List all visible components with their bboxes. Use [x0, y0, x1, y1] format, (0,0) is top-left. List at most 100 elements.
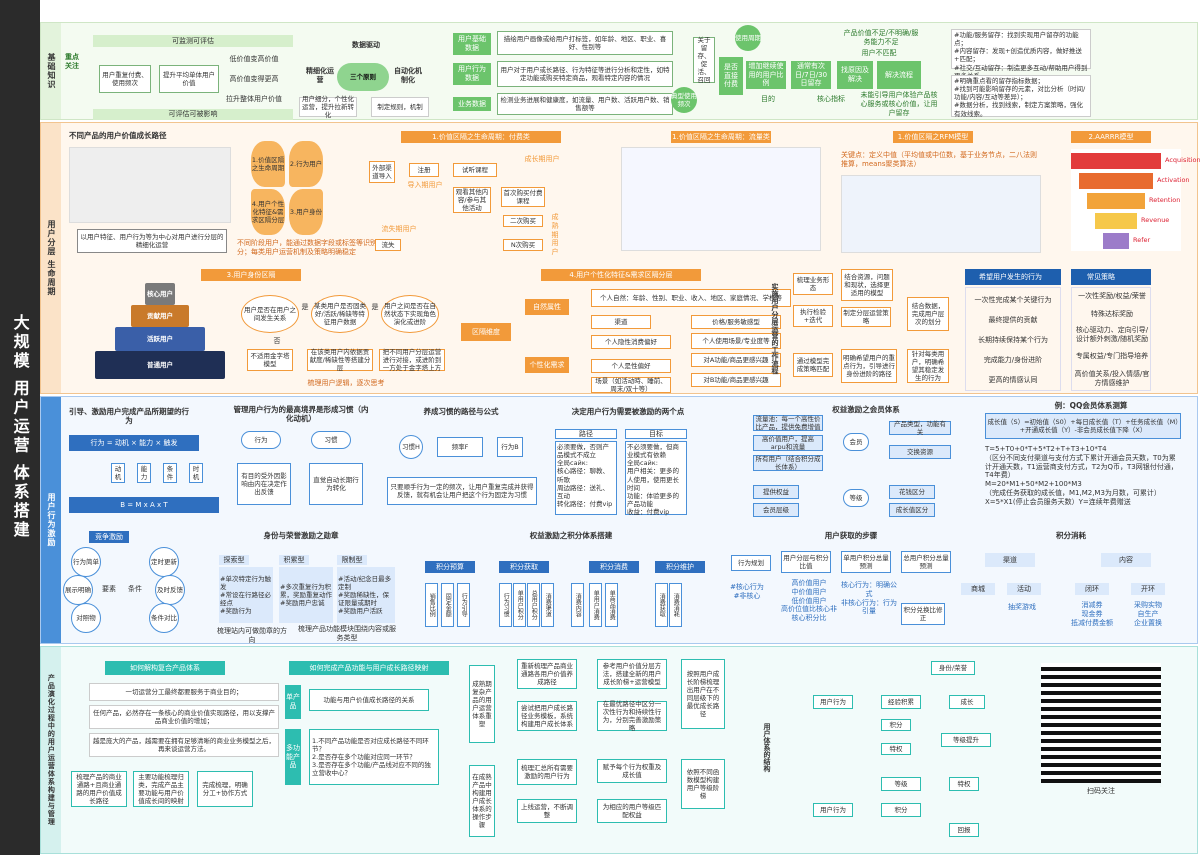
wf-4: 执行检验+迭代	[793, 305, 833, 327]
strat: 常见策略	[1071, 269, 1151, 285]
hab2: 习惯	[311, 431, 351, 449]
wf-1: 梳理业务形态	[793, 273, 833, 295]
q1: 用户是否在用户之间发生关系	[241, 295, 299, 333]
s3-h5: 权益激励之会员体系	[832, 405, 900, 414]
pyramid: 核心用户贡献用户活跃用户普通用户	[85, 283, 235, 383]
nat5: 个人使用场景/专业度等	[691, 333, 781, 349]
a2: 任何产品，必然存在一条核心的商业价值实现路径，用以支撑产品商业价值的增加；	[89, 705, 279, 729]
ip-4: 积分维护	[655, 561, 705, 573]
no-1: 否	[273, 337, 281, 345]
ind2: 对A功能/商品更感兴趣	[691, 353, 781, 367]
cp4: 及时反馈	[155, 575, 185, 605]
r2: 高价值变得更高	[229, 75, 279, 83]
md3: 限制型	[337, 555, 367, 565]
section-incentive-label: 用户行为激励	[41, 397, 61, 643]
ipc-10: 消费获取	[655, 583, 668, 627]
hr-5: 更高的情感认同	[988, 376, 1038, 384]
sidebar: 大规模 用户运营 体系搭建	[0, 0, 40, 855]
h2: 1.价值区隔之生命周期：流量类	[671, 131, 771, 143]
lv3: 花钱区分	[889, 485, 935, 499]
petal-2: 2.行为用户	[289, 141, 323, 187]
lv: 等级	[843, 489, 869, 507]
ipc-11: 消费消耗	[669, 583, 682, 627]
node-2: 经验积累	[881, 695, 921, 709]
rt2: #明确重点看的留存指标数据； #找到可能影响留存的元素，对比分析（时间/功能/内…	[951, 75, 1091, 118]
f4: 导入期用户	[407, 181, 443, 189]
g2: 核心指标	[817, 95, 845, 103]
funnel-label-4: Refer	[1133, 236, 1151, 244]
bottom-label: 可评估可被影响	[93, 109, 293, 120]
mid2: 在成熟产品中构建用户成长体系的操作步骤	[469, 765, 495, 837]
ipc-4: 单用户积分	[513, 583, 526, 627]
stn3: 核心行为：明确公式 非核心行为：行为引量	[841, 581, 897, 616]
s3-h2: 管理用户行为的最高境界是形成习惯（内化动机）	[233, 405, 369, 424]
mid1: 成熟期复杂产品的用户运营体系重塑	[469, 665, 495, 743]
mc: 1.不同产品功能是否对应成长路径不同环节？ 2.是否存在多个功能对应同一环节？ …	[309, 729, 439, 785]
md3t: #活动/纪念日最多定制 #奖励稀缺性，保证限量或期时 #奖励用户活跃	[337, 567, 395, 623]
sr-2: 特殊达标奖励	[1091, 310, 1133, 318]
p1t: 必须要做，否则产品模式不成立 全局сайк: 核心路径：聊教、听歌 周边路径：送…	[555, 441, 617, 515]
sr-4: 专属权益/专门指导培养	[1075, 352, 1149, 360]
ip-2: 积分获取	[499, 561, 549, 573]
stn1: #核心行为 #非核心	[730, 583, 764, 600]
f7: 成长期用户	[524, 155, 560, 163]
hr-2: 最终提供的贡献	[988, 316, 1038, 324]
pyr-0: 核心用户	[145, 283, 175, 305]
seg: 区隔维度	[461, 323, 511, 341]
d3t: 检测业务进展和健康度，如流量、用户数、活跃用户数、销售额等	[497, 93, 673, 115]
k4: 典型使用频次	[671, 87, 697, 113]
wf-6: 通过模型完成策略匹配	[793, 353, 833, 377]
rt1: #功能/服务留存：找到实现用户留存的功能点； #内容留存：发现+创造优质内容，做…	[951, 29, 1091, 80]
sidebar-title: 大规模 用户运营 体系搭建	[10, 314, 30, 541]
s3-h6: 例：QQ会员体系测算	[1054, 401, 1128, 410]
s4-h2: 如何完成产品功能与用户成长路径映射	[289, 661, 449, 675]
sc: 功能与用户价值成长路径的关系	[309, 689, 429, 711]
vr1: 流量池：每一个高性价比产品，提供免费增值	[753, 415, 823, 431]
fx2: 频率F	[437, 437, 483, 457]
lv1: 提供权益	[753, 485, 799, 499]
mb-8: 上线运营，不断调整	[517, 799, 577, 823]
md1t: #单次特定行为触发 #常设在行路径必经点 #奖励行为	[219, 567, 273, 623]
node-1: 用户行为	[813, 695, 853, 709]
mb-1: 参考用户价值分层方法，搭建全新的用户成长阶梯+运营模型	[597, 659, 667, 689]
hab3: 有目的受外因影响由内在决定作出反馈	[237, 463, 291, 505]
c1: 用户重复付费、使用频次	[99, 65, 151, 93]
s3-h9: 权益激励之积分体系搭建	[529, 531, 613, 540]
cpA: 要素	[102, 585, 116, 593]
matrix-image	[69, 147, 231, 223]
cc-3: 抽奖游戏	[1008, 603, 1036, 611]
orange-note: 不同阶段用户，能通过数据字段或标签等识别区分；每类用户运营机制及策略明确稳定	[237, 239, 384, 256]
sr-3: 核心驱动力、定向引导/设计额外刺激/随机奖励	[1075, 326, 1149, 343]
fx4: 只要顺手行为一定的频次，让用户重复完成并获得反馈，就有机会让用户把这个行为固定为…	[387, 477, 537, 505]
funnel-layer-2	[1087, 193, 1145, 209]
m1: 动机	[111, 463, 125, 483]
nat4: 价格/服务敏感型	[691, 315, 781, 329]
n3: 把不同用户分层运营进行对接，或进阶到一方处于金字塔上方	[379, 348, 445, 372]
cp1: 行为简单	[71, 547, 101, 577]
s3-h8: 身份与荣誉激励之勋章	[263, 531, 339, 540]
cc-4: 闭环	[1075, 583, 1109, 595]
cp5: 对照物	[71, 603, 101, 633]
d1: 用户基础数据	[453, 33, 491, 55]
fx3: 行为B	[497, 437, 523, 457]
wf-7: 明确希望用户的重点行为，引导进行身份进阶的路径	[841, 349, 897, 383]
md1: 探索型	[219, 555, 249, 565]
cp6: 条件对比	[149, 603, 179, 633]
p1: 路径	[555, 429, 617, 439]
node-3: 成长	[949, 695, 985, 709]
wf-8: 针对每类用户，明确希望其稳定发生的行为	[907, 349, 949, 383]
f9: 成熟期用户	[551, 213, 559, 256]
section-basics-label: 基础知识	[41, 23, 61, 119]
f4: 解决流程	[877, 61, 921, 89]
ind1: 个人是性偏好	[591, 359, 671, 373]
g3: 未能引导用户体验产品核心服务或核心价值，让用户留存	[860, 91, 938, 117]
s3-h10: 用户获取的步骤	[824, 531, 878, 540]
qr-label: 扫码关注	[1087, 787, 1115, 795]
nat: 自然属性	[525, 299, 569, 315]
ipc-9: 单商品消费	[605, 583, 618, 627]
node-10: 积分	[881, 803, 921, 817]
mb-2: 按照用户成长阶梯梳理出用户在不同层级下的最优成长路径	[681, 659, 725, 729]
qr-code	[1041, 663, 1161, 783]
mdf2: 梳理产品功能模块围绕内容或服务类型	[298, 625, 396, 642]
nat2: 渠道	[591, 315, 651, 329]
